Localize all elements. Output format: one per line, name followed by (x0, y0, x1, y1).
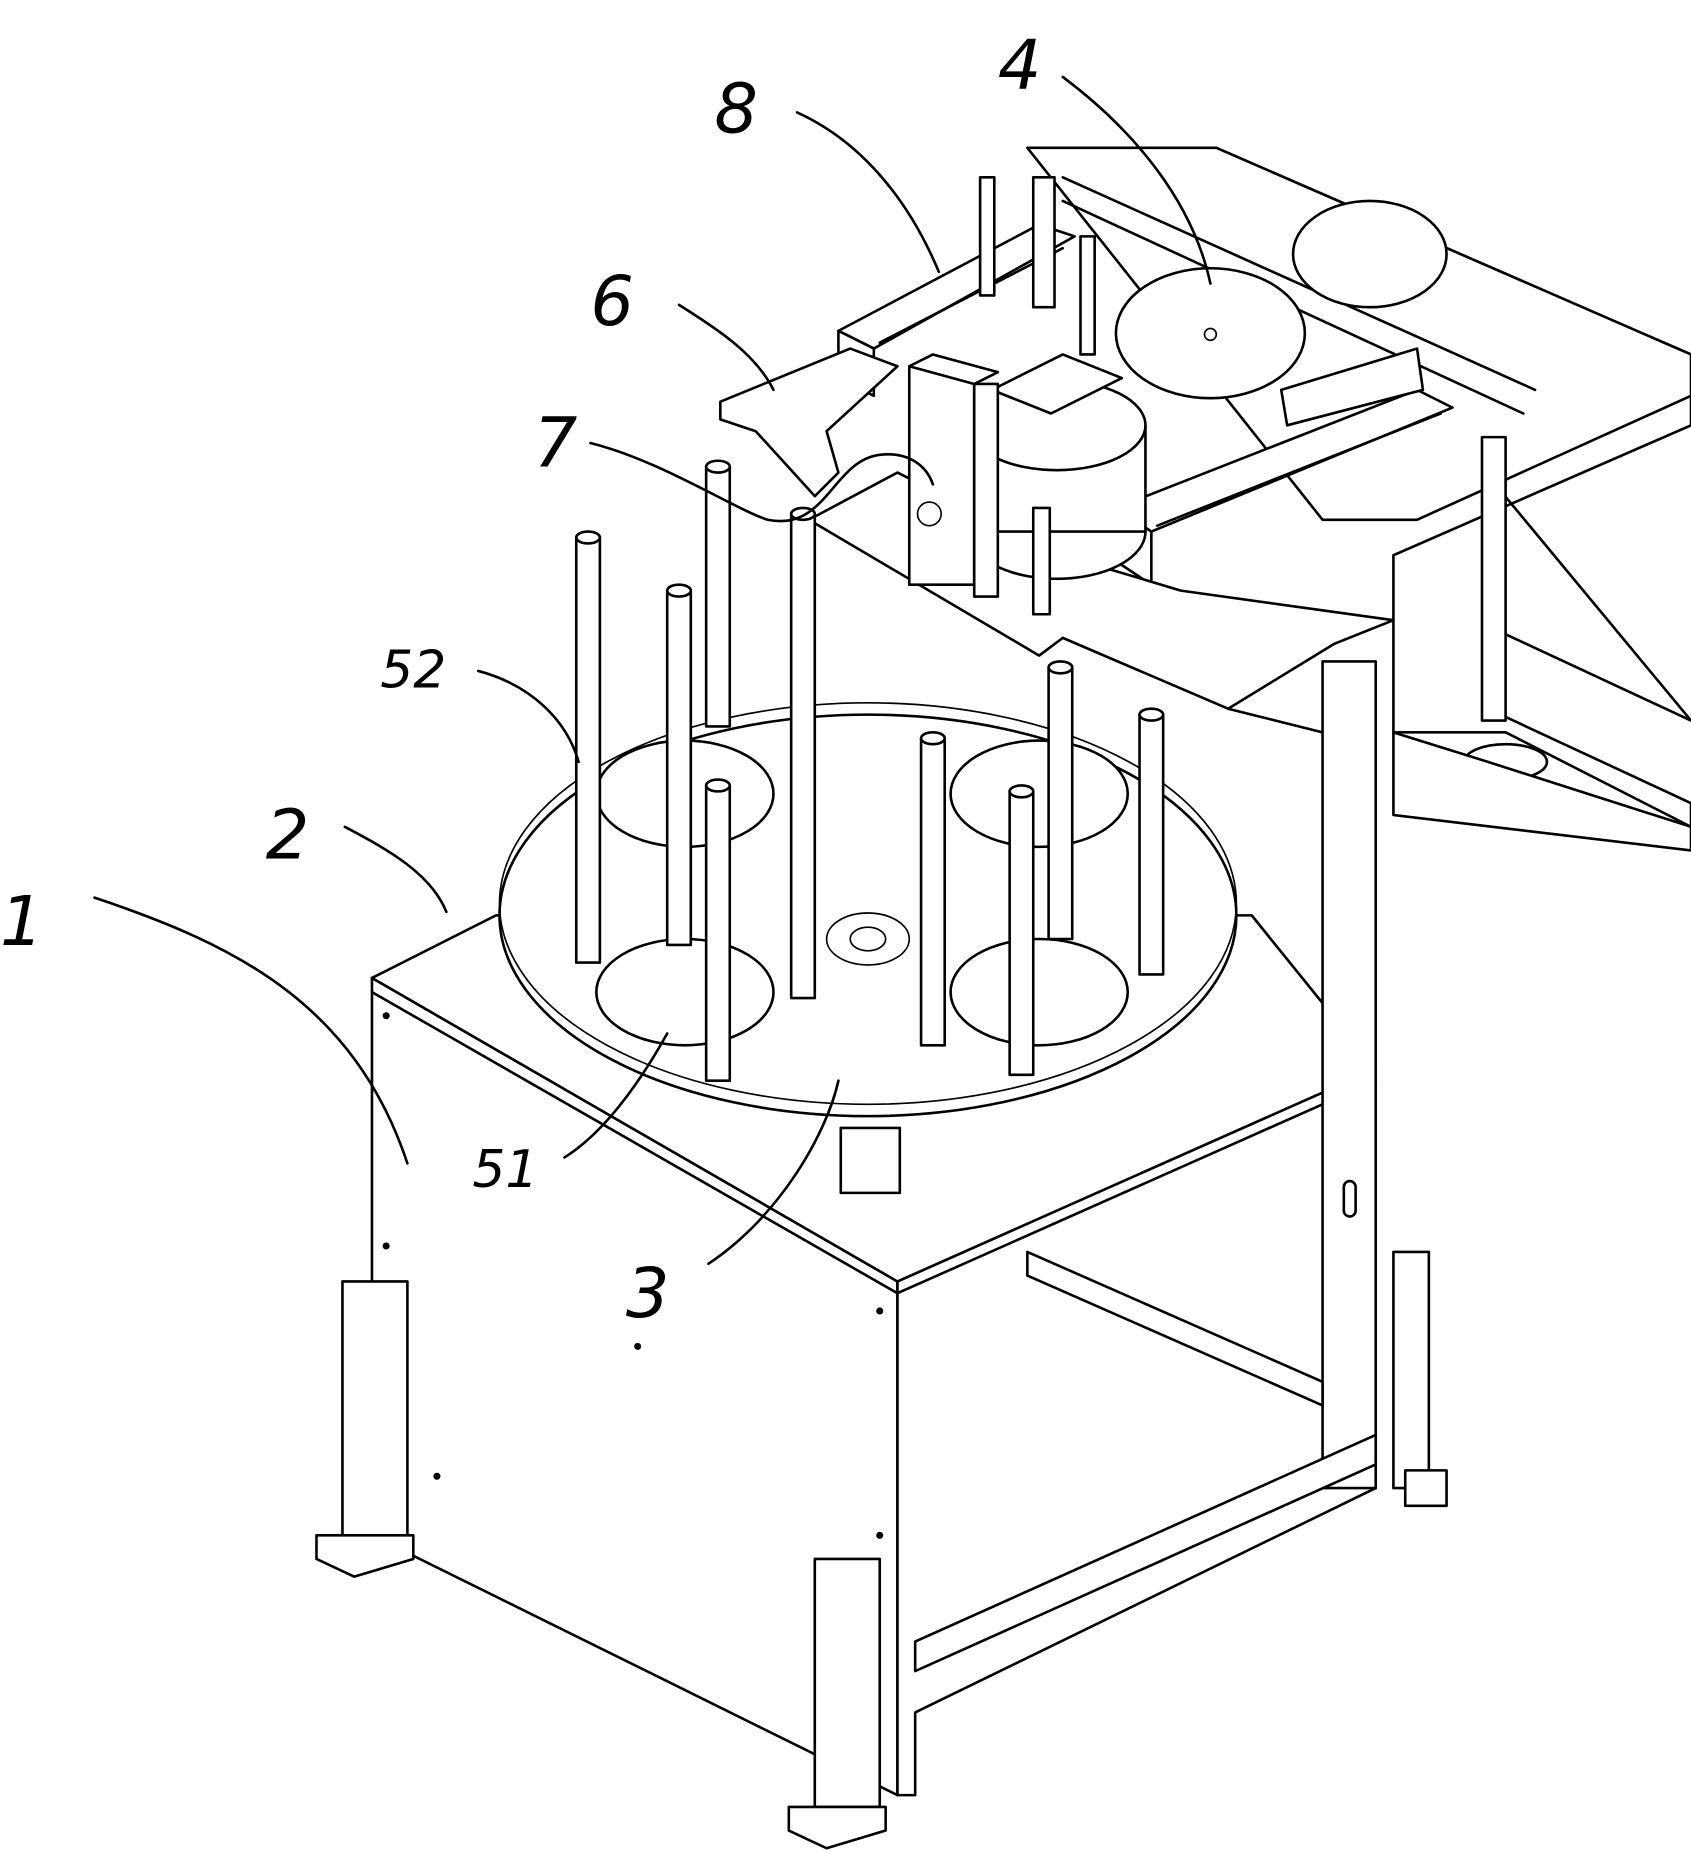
tray-plate (949, 739, 1130, 849)
label-52: 52 (380, 640, 446, 700)
label-3: 3 (626, 1254, 670, 1334)
label-4: 4 (998, 26, 1042, 106)
support-plate (719, 347, 899, 498)
leg-right (1392, 1250, 1431, 1490)
label-7: 7 (534, 404, 578, 484)
leg-front (813, 1557, 882, 1809)
label-1: 1 (0, 882, 44, 962)
label-2: 2 (266, 796, 310, 876)
leader-lines (93, 75, 1212, 1266)
transfer-head (907, 176, 1147, 616)
feed-disc (1114, 266, 1307, 400)
tray-plate (595, 937, 775, 1047)
reference-numerals: 8 4 6 7 52 2 1 51 3 (0, 26, 1041, 1334)
label-8: 8 (714, 69, 758, 149)
label-6: 6 (590, 262, 634, 342)
tray-plate (949, 937, 1130, 1047)
leg-left (341, 1280, 409, 1537)
frame (315, 660, 1448, 1850)
label-51: 51 (472, 1140, 538, 1200)
guide-rods (574, 459, 1165, 1082)
